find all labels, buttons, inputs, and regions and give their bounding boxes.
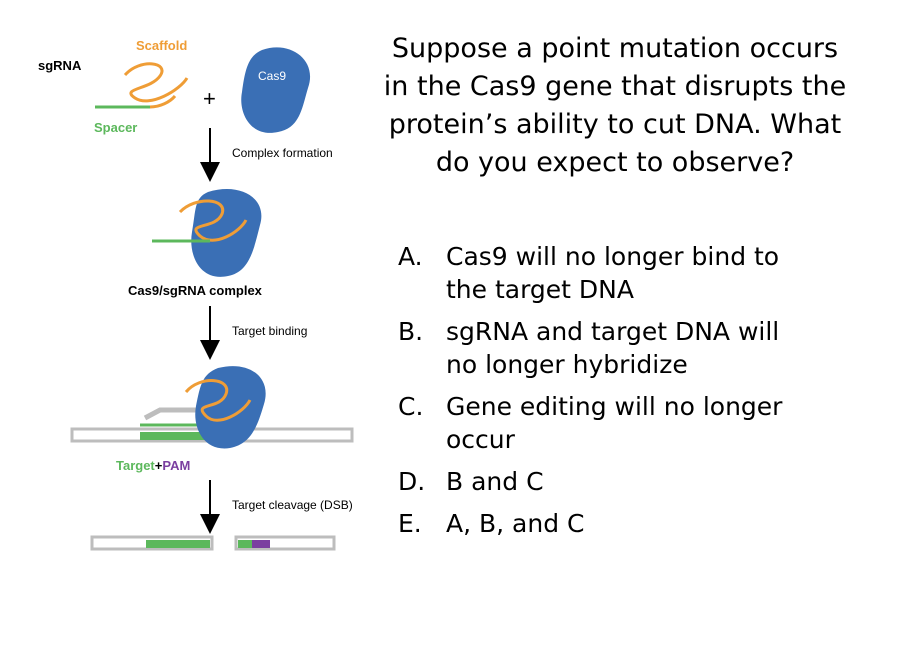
- plus-sign: +: [203, 86, 216, 111]
- option-text: B and C: [446, 465, 544, 498]
- bound-cas9: [195, 366, 266, 449]
- cleaved-target-left: [146, 540, 210, 548]
- question-line: protein’s ability to cut DNA. What: [388, 109, 842, 140]
- option-b: B. sgRNA and target DNA will no longer h…: [398, 315, 878, 381]
- question-line: in the Cas9 gene that disrupts the: [383, 71, 847, 102]
- target-label: Target: [116, 458, 155, 473]
- option-line: sgRNA and target DNA will: [446, 317, 780, 346]
- cleaved-target-right: [238, 540, 252, 548]
- cleaved-pam: [252, 540, 270, 548]
- option-line: no longer hybridize: [446, 350, 688, 379]
- step-target-binding-label: Target binding: [232, 324, 307, 338]
- pam-label: PAM: [162, 458, 190, 473]
- cas9-protein: [241, 47, 311, 133]
- sgrna-scaffold: [123, 62, 189, 103]
- option-line: Gene editing will no longer: [446, 392, 783, 421]
- option-text: sgRNA and target DNA will no longer hybr…: [446, 315, 779, 381]
- cas9-label: Cas9: [258, 69, 286, 83]
- target-pam-plus: +: [155, 458, 163, 473]
- option-line: occur: [446, 425, 515, 454]
- target-pam-label: Target+PAM: [116, 458, 190, 473]
- option-line: B and C: [446, 467, 544, 496]
- sgrna-label: sgRNA: [38, 58, 82, 73]
- spacer-label: Spacer: [94, 120, 137, 135]
- question-line: Suppose a point mutation occurs: [391, 33, 839, 64]
- option-text: A, B, and C: [446, 507, 584, 540]
- target-sequence: [140, 432, 214, 440]
- complex-cas9: [191, 188, 262, 277]
- question-line: do you expect to observe?: [435, 147, 795, 178]
- option-c: C. Gene editing will no longer occur: [398, 390, 878, 456]
- question-text: Suppose a point mutation occurs in the C…: [360, 30, 870, 182]
- option-letter: D.: [398, 467, 426, 496]
- option-letter: B.: [398, 317, 424, 346]
- option-letter: A.: [398, 242, 423, 271]
- option-line: A, B, and C: [446, 509, 585, 538]
- option-letter: E.: [398, 509, 422, 538]
- scaffold-label: Scaffold: [136, 38, 187, 53]
- sgrna-joint: [149, 94, 177, 109]
- option-d: D. B and C: [398, 465, 878, 498]
- step-complex-formation-label: Complex formation: [232, 146, 333, 160]
- option-line: Cas9 will no longer bind to: [446, 242, 780, 271]
- option-line: the target DNA: [446, 275, 634, 304]
- option-text: Cas9 will no longer bind to the target D…: [446, 240, 779, 306]
- bound-scaffold: [184, 379, 252, 422]
- option-text: Gene editing will no longer occur: [446, 390, 782, 456]
- option-e: E. A, B, and C: [398, 507, 878, 540]
- answer-options: A. Cas9 will no longer bind to the targe…: [398, 240, 878, 549]
- option-a: A. Cas9 will no longer bind to the targe…: [398, 240, 878, 306]
- complex-label: Cas9/sgRNA complex: [128, 283, 263, 298]
- step-target-cleavage-label: Target cleavage (DSB): [232, 498, 353, 512]
- crispr-cas9-diagram: sgRNA Scaffold Spacer + Cas9 Complex for…: [38, 38, 354, 551]
- complex-scaffold: [178, 199, 248, 242]
- option-letter: C.: [398, 392, 424, 421]
